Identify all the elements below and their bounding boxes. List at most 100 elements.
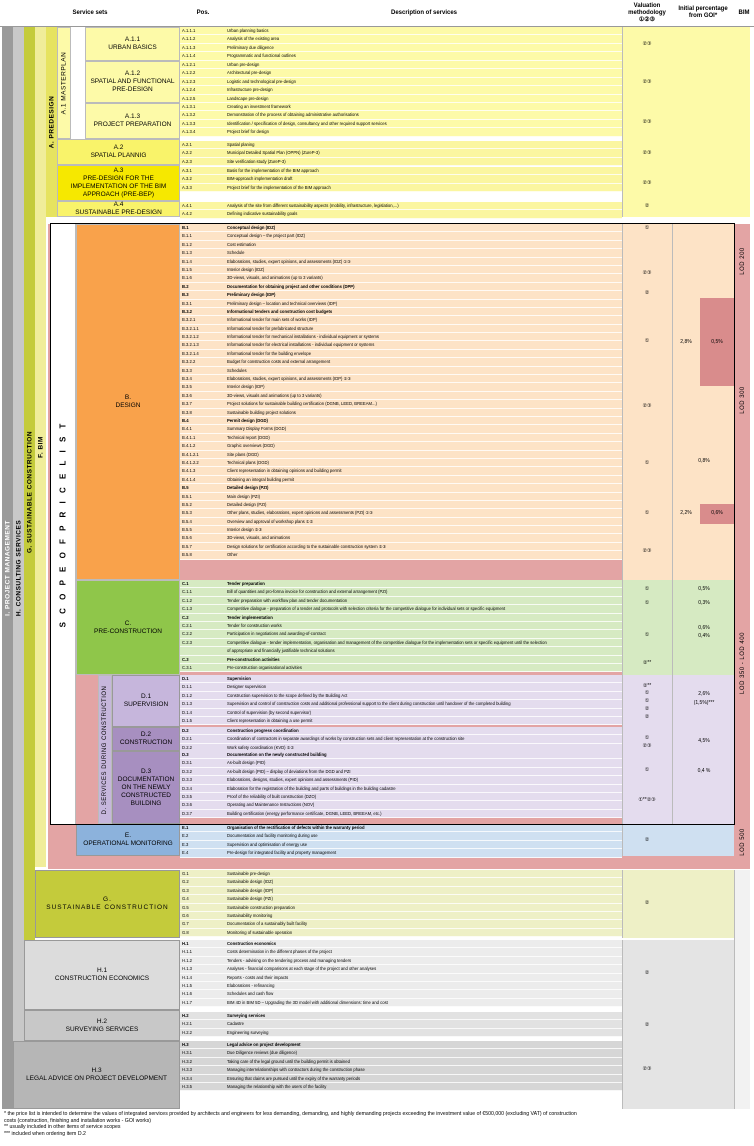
row-position: E.3 — [182, 841, 189, 847]
row-position: G.7 — [182, 921, 189, 927]
row-position: A.3.1 — [182, 168, 192, 173]
row-description: Sustainable design (IDP) — [227, 887, 274, 893]
row-description: Managing interrelationships with contrac… — [227, 1067, 365, 1073]
row-position: B.4.1.3 — [182, 468, 196, 474]
row-position: G.6 — [182, 912, 189, 918]
lod-350-label: LOD 350 - LOD 400 — [740, 632, 746, 694]
row-description: Sustainable design (IDZ) — [227, 879, 274, 885]
row-position: A.1.2.5 — [182, 95, 196, 101]
row-description: Due Diligence reviews (due diligence) — [227, 1050, 298, 1056]
row-position: B.3.2 — [182, 308, 193, 314]
row-position: D.1.4 — [182, 709, 193, 715]
row-position: B.2 — [182, 283, 189, 289]
row-description: Budget for construction costs and extern… — [227, 359, 331, 365]
row-description: Work safety coordination (KVD) ①② — [227, 744, 295, 750]
row-description: Informational tender for main sets of wo… — [227, 317, 318, 323]
row-position: A.1.2.3 — [182, 78, 196, 84]
row-position: B.3.2.1.4 — [182, 350, 199, 356]
table-row: H.2 Surveying services — [180, 1012, 622, 1021]
row-description: Detailed design (PZI) — [227, 501, 267, 507]
row-position: D.3 — [182, 752, 189, 757]
row-position: D.3.3 — [182, 777, 193, 783]
table-row: of appropriate and financially justifiab… — [180, 647, 622, 656]
percentage-divider — [672, 224, 673, 824]
valuation-a11: ②③ — [642, 41, 652, 47]
band-project-management-label: I. PROJECT MANAGEMENT — [4, 520, 11, 616]
valuation-a3: ②③ — [642, 180, 652, 186]
row-description: Detailed design (PZI) — [227, 485, 269, 491]
table-row: B.5.2 Detailed design (PZI) — [180, 500, 622, 510]
row-position: G.8 — [182, 929, 189, 935]
row-description: Infrastructure pre-design — [227, 87, 273, 93]
row-position: B.5.4 — [182, 518, 192, 524]
row-description: Competitive dialogue - preparation of a … — [227, 606, 506, 612]
row-position: B.5.2 — [182, 501, 192, 507]
row-description: Graphic overviews (DGD) — [227, 443, 275, 449]
row-position: D.1.3 — [182, 701, 193, 707]
table-row: B.5.4 Overview and approval of workshop p… — [180, 517, 622, 527]
row-description: Documentation for obtaining project and … — [227, 283, 355, 289]
footnote-1: * the price list is intended to determin… — [4, 1111, 577, 1117]
row-position: C.1.1 — [182, 589, 193, 595]
valuation-d12: ① — [644, 690, 650, 696]
row-position: H.3 — [182, 1042, 189, 1047]
row-description: Competitive dialogue - tender implementa… — [227, 639, 547, 645]
header-service-sets: Service sets — [0, 0, 180, 27]
row-position: B.1.6 — [182, 275, 192, 281]
row-position: H.2 — [182, 1013, 189, 1018]
valuation-c12: ① — [644, 600, 650, 606]
row-description: Surveying services — [227, 1013, 266, 1018]
row-description: Site plans (DGD) — [227, 451, 259, 457]
row-position: C.1.2 — [182, 597, 193, 603]
band-services-during: D. SERVICES DURING CONSTRUCTION — [98, 675, 112, 824]
row-description: Construction economics — [227, 941, 277, 946]
row-description: Supervision and optimisation of energy u… — [227, 841, 308, 847]
valuation-c1: ① — [644, 586, 650, 592]
pct-b3-bim: 0,5% — [711, 339, 723, 345]
row-description: Overview and approval of workshop plans … — [227, 518, 314, 524]
lod-200-label: LOD 200 — [740, 247, 746, 275]
row-position: B.3.4 — [182, 376, 192, 382]
header-initial-percentage: Initial percentage from GOI* — [672, 0, 734, 27]
row-position: B.3.2.1.2 — [182, 334, 199, 340]
row-position: E.1 — [182, 825, 189, 830]
row-position: B.3.5 — [182, 384, 192, 390]
group-a3: A.3 PRE-DESIGN FOR THE IMPLEMENTATION OF… — [57, 165, 180, 201]
row-description: Permit design (DGD) — [227, 417, 268, 423]
row-description: Main design (PZI) — [227, 493, 261, 499]
row-description: Cost estimation — [227, 241, 256, 247]
row-position: B.1.1 — [182, 233, 192, 239]
